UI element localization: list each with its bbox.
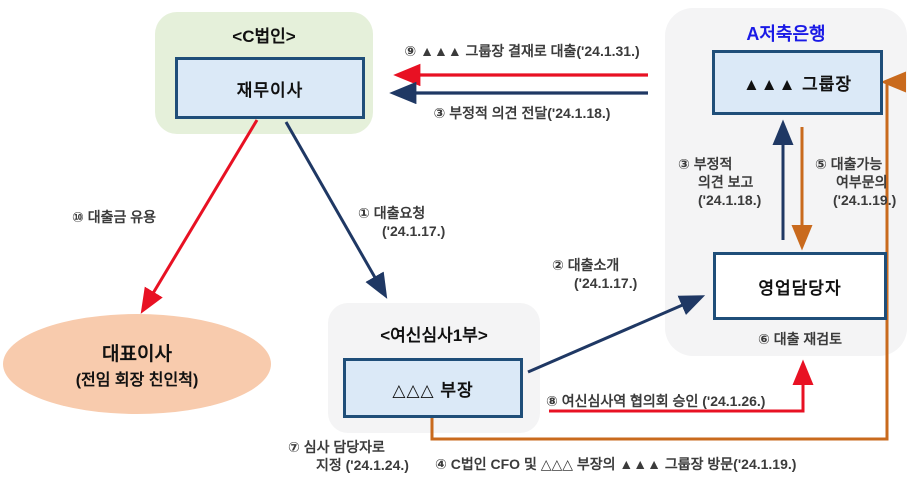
label-3-negative-opinion-report: ③ 부정적 의견 보고 ('24.1.18.) <box>678 156 762 208</box>
ceo-name: 대표이사 <box>102 343 172 365</box>
label-4-group-head-visit: ④ C법인 CFO 및 △△△ 부장의 ▲▲▲ 그룹장 방문('24.1.19.… <box>435 456 797 472</box>
label-10-loan-misuse: ⑩ 대출금 유용 <box>72 209 157 225</box>
label-7-reviewer-assignment: ⑦ 심사 담당자로 지정 ('24.1.24.) <box>288 439 409 473</box>
label-8-council-approval: ⑧ 여신심사역 협의회 승인 ('24.1.26.) <box>546 393 766 409</box>
credit-dept-title: <여신심사1부> <box>380 326 488 345</box>
group-head-box: ▲▲▲ 그룹장 <box>712 50 883 115</box>
label-9-loan-by-approval: ⑨ ▲▲▲ 그룹장 결재로 대출('24.1.31.) <box>404 43 640 59</box>
dept-head-box: △△△ 부장 <box>343 358 523 418</box>
arrow-8-council-approval <box>549 359 814 413</box>
arrow-10-loan-misuse <box>140 119 259 314</box>
label-6-loan-review: ⑥ 대출 재검토 <box>757 331 843 347</box>
arrow-4-group-head-visit <box>430 71 906 441</box>
label-2-loan-introduction: ② 대출소개 ('24.1.17.) <box>552 257 638 291</box>
c-corp-title: <C법인> <box>232 27 296 46</box>
cfo-box: 재무이사 <box>175 57 365 119</box>
ceo-note: (전임 회장 친인척) <box>75 371 199 389</box>
arrow-1-loan-request <box>284 121 388 299</box>
sales-rep-box: 영업담당자 <box>713 252 887 320</box>
bank-title: A저축은행 <box>746 24 826 44</box>
label-1-loan-request: ① 대출요청 ('24.1.17.) <box>358 205 446 239</box>
label-3-negative-opinion-delivery: ③ 부정적 의견 전달('24.1.18.) <box>433 105 611 121</box>
ceo-ellipse: 대표이사 (전임 회장 친인척) <box>3 314 271 414</box>
arrow-2-loan-introduction <box>527 295 706 374</box>
label-5-loan-availability-inquiry: ⑤ 대출가능 여부문의 ('24.1.19.) <box>815 156 897 208</box>
